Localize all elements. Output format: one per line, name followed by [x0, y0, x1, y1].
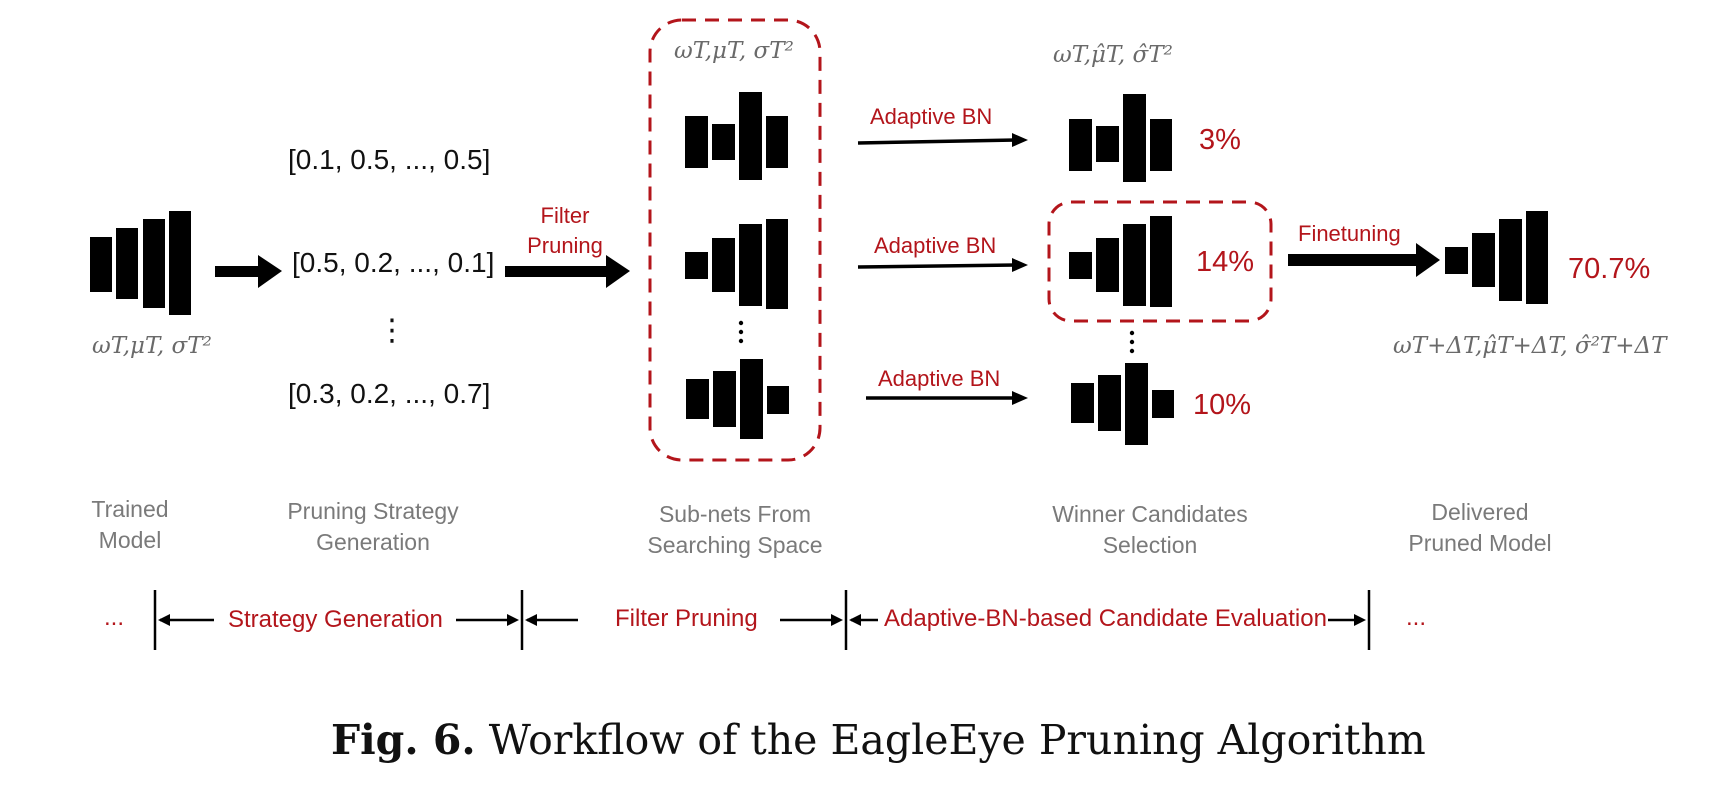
phase-ellipsis-left: ...: [104, 604, 125, 631]
adaptive-bn-arrow-2: [857, 258, 1028, 272]
adaptive-bn-arrow-1: [857, 133, 1028, 147]
filter-pruning-arrow-label: Filter Pruning: [527, 203, 603, 258]
phase-filter-pruning: Filter Pruning: [615, 605, 758, 632]
finetuning-label: Finetuning: [1298, 221, 1401, 246]
candidate-2-accuracy: 14%: [1196, 246, 1255, 278]
caption-label: Fig. 6.: [331, 716, 476, 764]
subnet-2-network: [685, 219, 788, 309]
strategy-vector-3: [0.3, 0.2, ..., 0.7]: [288, 378, 491, 409]
candidate-1-network: [1069, 94, 1172, 182]
phase-candidate-evaluation: Adaptive-BN-based Candidate Evaluation: [884, 605, 1327, 632]
adaptive-bn-label-1: Adaptive BN: [870, 104, 993, 129]
delivered-accuracy: 70.7%: [1568, 253, 1651, 285]
arrow-to-strategy: [215, 255, 282, 288]
subnet-3-network: [686, 359, 789, 439]
strategy-vector-2: [0.5, 0.2, ..., 0.1]: [292, 247, 495, 278]
figure-caption: Fig. 6. Workflow of the EagleEye Pruning…: [331, 716, 1426, 764]
phase-strategy-generation: Strategy Generation: [228, 606, 443, 633]
adaptive-bn-arrow-3: [866, 391, 1028, 405]
phase-ellipsis-right: ...: [1406, 604, 1427, 631]
adaptive-bn-label-3: Adaptive BN: [878, 366, 1001, 391]
trained-model-network: [90, 211, 191, 315]
phase-arrows: [158, 614, 1366, 626]
subnet-ellipsis: [738, 320, 744, 344]
subnets-search-space-box: [648, 18, 822, 462]
candidate-3-network: [1071, 363, 1174, 445]
candidate-params-label: ωT,μ̂T, σ̂T²: [1053, 42, 1173, 68]
candidate-ellipsis: [1129, 330, 1135, 354]
adaptive-bn-label-2: Adaptive BN: [874, 233, 997, 258]
delivered-params-label: ωT+ΔT,μ̂T+ΔT, σ̂²T+ΔT: [1393, 333, 1667, 359]
strategy-vector-1: [0.1, 0.5, ..., 0.5]: [288, 144, 491, 175]
subnet-params-label: ωT,μT, σT²: [674, 38, 794, 64]
candidate-1-accuracy: 3%: [1199, 124, 1241, 156]
candidate-3-accuracy: 10%: [1193, 389, 1252, 421]
filter-pruning-arrow: [505, 255, 630, 288]
strategy-ellipsis: ⋮: [377, 314, 407, 347]
candidate-2-network: [1069, 216, 1172, 307]
delivered-network: [1445, 211, 1548, 304]
trained-params-label: ωT,μT, σT²: [92, 333, 212, 359]
caption-text: Workflow of the EagleEye Pruning Algorit…: [488, 716, 1426, 764]
phase-timeline: [153, 590, 1371, 650]
finetuning-arrow: [1288, 243, 1440, 277]
subnet-1-network: [685, 92, 788, 180]
